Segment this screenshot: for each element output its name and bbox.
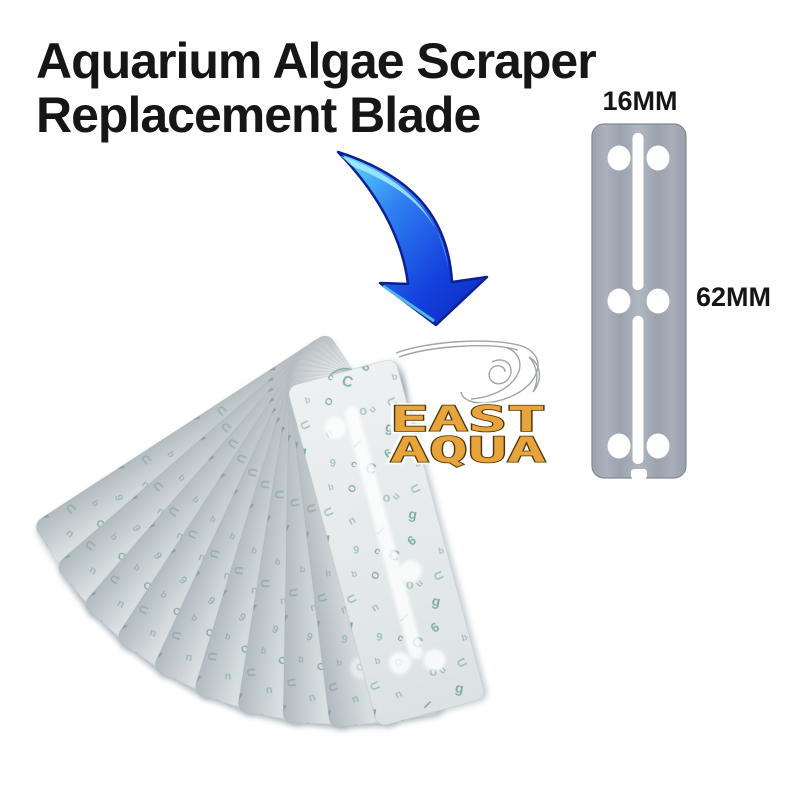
brand-aqua-halo: AQUA (390, 431, 546, 471)
blade-slot-bottom (632, 316, 644, 464)
brand-east-halo: EAST (390, 400, 546, 440)
blade-width-label: 16MM (602, 86, 677, 116)
blade-fan (36, 335, 485, 728)
blade-hole (646, 433, 670, 459)
brand-wordmark: EAST AQUA EAST AQUA (388, 398, 549, 474)
blade-hole (646, 288, 670, 314)
blade-length-label: 62MM (696, 282, 771, 312)
blade-diagram: 16MM 62MM (591, 86, 771, 479)
product-title-line2: Replacement Blade (36, 87, 481, 143)
blade-hole (646, 145, 670, 171)
blade-bottom-notch (631, 469, 647, 479)
wrapped-blade (288, 359, 485, 726)
brand-aqua: AQUA (390, 431, 546, 471)
blade-hole (607, 145, 631, 171)
blade-hole (607, 288, 631, 314)
product-title: Aquarium Algae Scraper Replacement Blade (36, 33, 597, 143)
down-arrow-icon (336, 150, 489, 327)
fish-logo-icon (395, 340, 540, 404)
product-title-line1: Aquarium Algae Scraper (36, 33, 597, 89)
brand-east: EAST (390, 400, 546, 440)
blade-slot-top (632, 133, 644, 290)
blade-hole (607, 433, 631, 459)
